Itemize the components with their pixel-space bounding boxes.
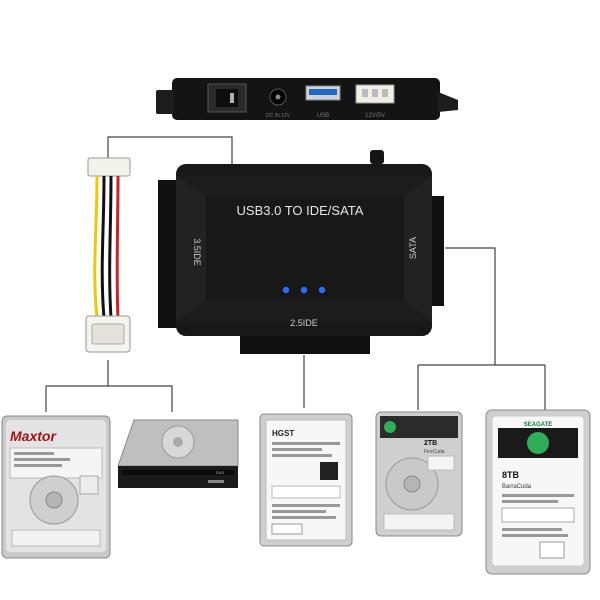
sata-label: SATA bbox=[408, 237, 418, 259]
power-switch bbox=[207, 83, 247, 113]
molex-power-cable bbox=[85, 157, 131, 353]
maxtor-brand: Maxtor bbox=[10, 428, 57, 444]
ide25-connector bbox=[240, 332, 370, 354]
usb-label: USB bbox=[317, 113, 329, 119]
led-1 bbox=[282, 286, 290, 294]
hgst-hdd: HGST bbox=[259, 413, 353, 547]
adapter-body: USB3.0 TO IDE/SATA 3.5IDE SATA 2.5IDE bbox=[158, 150, 444, 354]
seagate-8tb-brand: SEAGATE bbox=[524, 422, 553, 428]
ide35-label: 3.5IDE bbox=[192, 238, 202, 266]
seagate-8tb-series: BarraCuda bbox=[502, 484, 532, 490]
ide25-label: 2.5IDE bbox=[290, 318, 318, 328]
seagate-2tb-capacity: 2TB bbox=[424, 440, 437, 447]
seagate-2tb-hdd: 2TB FireCuda bbox=[375, 411, 463, 537]
status-leds bbox=[282, 286, 326, 294]
rear-panel: DC IN 12V USB 12V/5V bbox=[156, 78, 458, 120]
led-2 bbox=[300, 286, 308, 294]
dc-label: DC IN 12V bbox=[266, 113, 291, 119]
power-label: 12V/5V bbox=[365, 113, 385, 119]
hgst-brand: HGST bbox=[272, 429, 294, 438]
usb-port: USB bbox=[305, 85, 341, 119]
dvd-badge: DVD bbox=[216, 470, 225, 475]
ide35-connector bbox=[158, 180, 180, 328]
seagate-8tb-hdd: SEAGATE 8TB BarraCuda bbox=[485, 409, 591, 575]
maxtor-hdd: Maxtor bbox=[1, 415, 111, 559]
led-3 bbox=[318, 286, 326, 294]
seagate-8tb-capacity: 8TB bbox=[502, 470, 520, 480]
adapter-title: USB3.0 TO IDE/SATA bbox=[237, 203, 364, 218]
dc-jack: DC IN 12V bbox=[266, 88, 291, 119]
connection-lines bbox=[45, 136, 546, 412]
optical-drive: DVD bbox=[117, 419, 239, 488]
power-out-port: 12V/5V bbox=[355, 84, 395, 119]
seagate-2tb-series: FireCuda bbox=[424, 449, 445, 455]
